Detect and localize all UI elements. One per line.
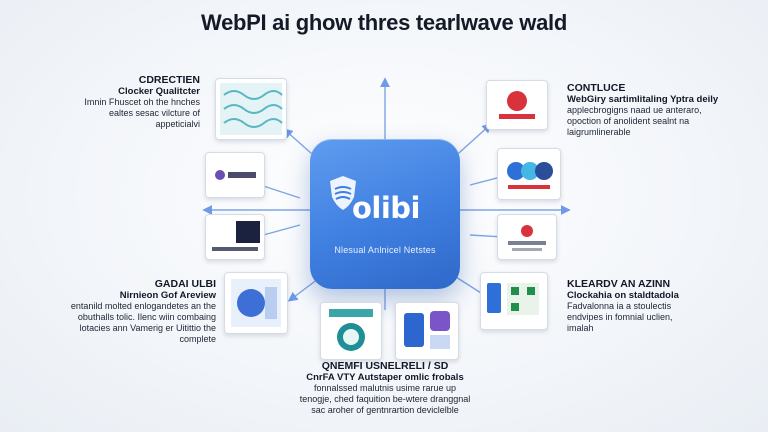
label-top-right: CONTLUCE WebGiry sartimlitaling Yptra de… [567, 82, 763, 138]
phone-app-icon [404, 311, 450, 349]
thumbnail-qr-card [480, 272, 548, 330]
thumbnail-blue-circles [497, 148, 561, 200]
shield-icon [330, 176, 356, 210]
label-subheading: WebGiry sartimlitaling Yptra deily [567, 94, 719, 105]
central-hub: olibi Nlesual Anlnicel Netstes [310, 139, 460, 289]
thumbnail-phone-app [395, 302, 459, 360]
label-heading: GADAI ULBI [154, 278, 216, 290]
hub-subtitle: Nlesual Anlnicel Netstes [334, 245, 436, 255]
thumbnail-dark-banner [205, 214, 265, 260]
label-subheading: Clockahia on staldtadola [567, 290, 679, 301]
blue-circles-icon [507, 162, 553, 189]
label-line: obuthalls tolic. Ilenc wiin combaing [77, 312, 216, 322]
red-logo-icon [499, 91, 535, 119]
label-line: sac aroher of gentnrartion deviclelble [311, 405, 459, 415]
wave-pattern-icon [220, 83, 283, 135]
thumbnail-wave-pattern [215, 78, 287, 140]
label-line: lotacies ann Vamerig er Uitittio the [79, 323, 216, 333]
label-line: tenogje, ched faquition be-wtere dranggn… [299, 394, 471, 404]
label-line: applecbrogigns naad ue anteraro, [567, 105, 702, 115]
label-bottom: QNEMFI USNELRELI / SD CnrFA VTY Autstape… [270, 360, 500, 416]
banner-icon [508, 225, 546, 251]
label-line: complete [179, 334, 216, 344]
diagram-title: WebPI ai ghow thres tearlwave wald [201, 10, 567, 35]
logo-stamp-icon [329, 309, 373, 351]
label-line: imalah [567, 323, 594, 333]
label-line: fonnalssed malutnis usime rarue up [313, 383, 457, 393]
label-subheading: CnrFA VTY Autstaper omlic frobals [306, 372, 464, 383]
label-heading: CDRECTIEN [138, 74, 200, 86]
label-line: entanild molted enlogandetes an the [70, 301, 216, 311]
label-line: appeticialvi [155, 119, 200, 129]
label-line: endvipes in fomnial uclien, [567, 312, 673, 322]
thumbnail-app-panel [224, 272, 288, 334]
thumbnail-brand-card [205, 152, 265, 198]
thumbnail-red-logo [486, 80, 548, 130]
label-line: opoction of anolident sealnt na [567, 116, 690, 126]
label-top-left: CDRECTIEN Clocker Qualitcter Imnin Fhusc… [36, 74, 200, 130]
label-line: laigrumlinerable [567, 127, 631, 137]
hub-logo: olibi [351, 191, 421, 225]
label-line: Fadvalonna ia a stoulectis [567, 301, 672, 311]
dark-banner-icon [212, 221, 260, 251]
label-heading: QNEMFI USNELRELI / SD [321, 360, 449, 372]
label-subheading: Clocker Qualitcter [118, 86, 200, 97]
label-mid-left: GADAI ULBI Nirnieon Gof Areview entanild… [20, 278, 216, 345]
label-mid-right: KLEARDV AN AZINN Clockahia on staldtadol… [567, 278, 757, 334]
label-subheading: Nirnieon Gof Areview [119, 290, 216, 301]
label-heading: CONTLUCE [567, 82, 626, 94]
label-line: Imnin Fhuscet oh the hnches [84, 97, 200, 107]
qr-card-icon [487, 283, 539, 315]
label-line: ealtes sesac vilcture of [108, 108, 200, 118]
brand-card-icon [215, 170, 256, 180]
thumbnail-banner [497, 214, 557, 260]
app-panel-icon [231, 279, 281, 327]
label-heading: KLEARDV AN AZINN [567, 278, 671, 290]
thumbnail-logo-stamp [320, 302, 382, 360]
